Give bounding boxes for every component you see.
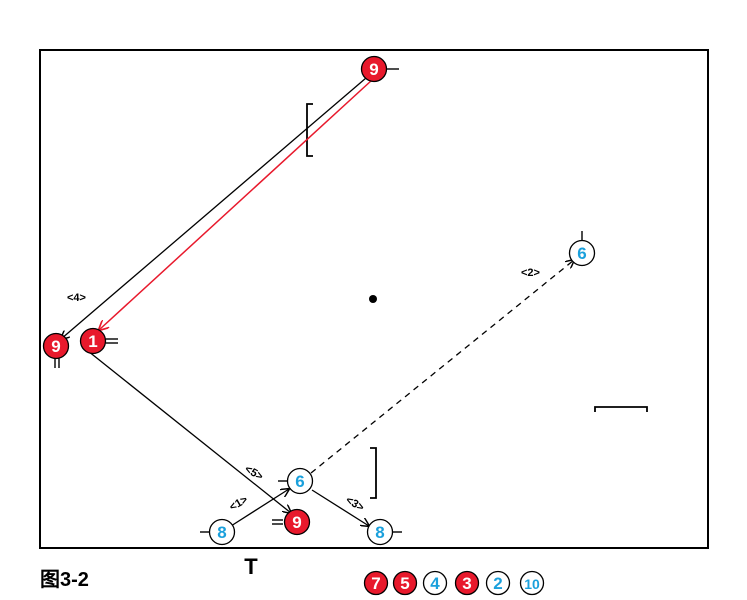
svg-text:5: 5 bbox=[400, 574, 409, 593]
figure-caption: 图3-2 bbox=[40, 569, 89, 591]
bracket-mark-top bbox=[306, 103, 313, 157]
svg-text:8: 8 bbox=[217, 523, 226, 542]
player-red-9-left: 9 bbox=[42, 332, 70, 360]
svg-text:6: 6 bbox=[577, 244, 586, 263]
player-blue-8-right: 8 bbox=[366, 518, 394, 546]
line-mark-right bbox=[594, 406, 648, 412]
t-marker: T bbox=[244, 554, 258, 579]
svg-text:9: 9 bbox=[369, 60, 378, 79]
legend-player-red-3: 3 bbox=[454, 570, 480, 596]
move-label-2: <2> bbox=[521, 267, 540, 279]
svg-text:2: 2 bbox=[493, 574, 502, 593]
court-boundary bbox=[39, 49, 709, 549]
svg-text:7: 7 bbox=[371, 574, 380, 593]
move-label-1: <1> bbox=[228, 494, 250, 514]
player-red-9-top: 9 bbox=[360, 55, 388, 83]
move-label-5: <5> bbox=[243, 463, 265, 483]
move-line-5 bbox=[87, 350, 291, 513]
player-blue-8-left: 8 bbox=[208, 518, 236, 546]
center-dot bbox=[369, 295, 377, 303]
move-line-3 bbox=[311, 489, 369, 526]
legend-player-blue-10: 10 bbox=[519, 570, 545, 596]
svg-text:9: 9 bbox=[292, 513, 301, 532]
legend-player-blue-4: 4 bbox=[422, 570, 448, 596]
move-line-2 bbox=[310, 260, 574, 474]
move-line-4 bbox=[61, 77, 367, 339]
bench-legend: 7 5 4 3 2 10 bbox=[363, 570, 545, 596]
svg-text:6: 6 bbox=[295, 472, 304, 491]
legend-player-blue-2: 2 bbox=[485, 570, 511, 596]
player-blue-6-right: 6 bbox=[568, 239, 596, 267]
legend-player-red-7: 7 bbox=[363, 570, 389, 596]
bracket-mark-bottom bbox=[370, 447, 377, 499]
svg-text:8: 8 bbox=[375, 523, 384, 542]
svg-text:9: 9 bbox=[51, 337, 60, 356]
player-red-9-bottom: 9 bbox=[283, 508, 311, 536]
svg-text:3: 3 bbox=[462, 574, 471, 593]
move-line-1 bbox=[230, 489, 289, 527]
svg-text:1: 1 bbox=[88, 332, 97, 351]
move-label-4: <4> bbox=[67, 292, 86, 304]
move-label-3: <3> bbox=[344, 494, 366, 514]
legend-player-red-5: 5 bbox=[392, 570, 418, 596]
pass-line-red bbox=[99, 79, 373, 330]
svg-text:4: 4 bbox=[430, 574, 440, 593]
player-blue-6-center: 6 bbox=[286, 467, 314, 495]
player-red-1: 1 bbox=[79, 327, 107, 355]
svg-text:10: 10 bbox=[524, 576, 540, 592]
